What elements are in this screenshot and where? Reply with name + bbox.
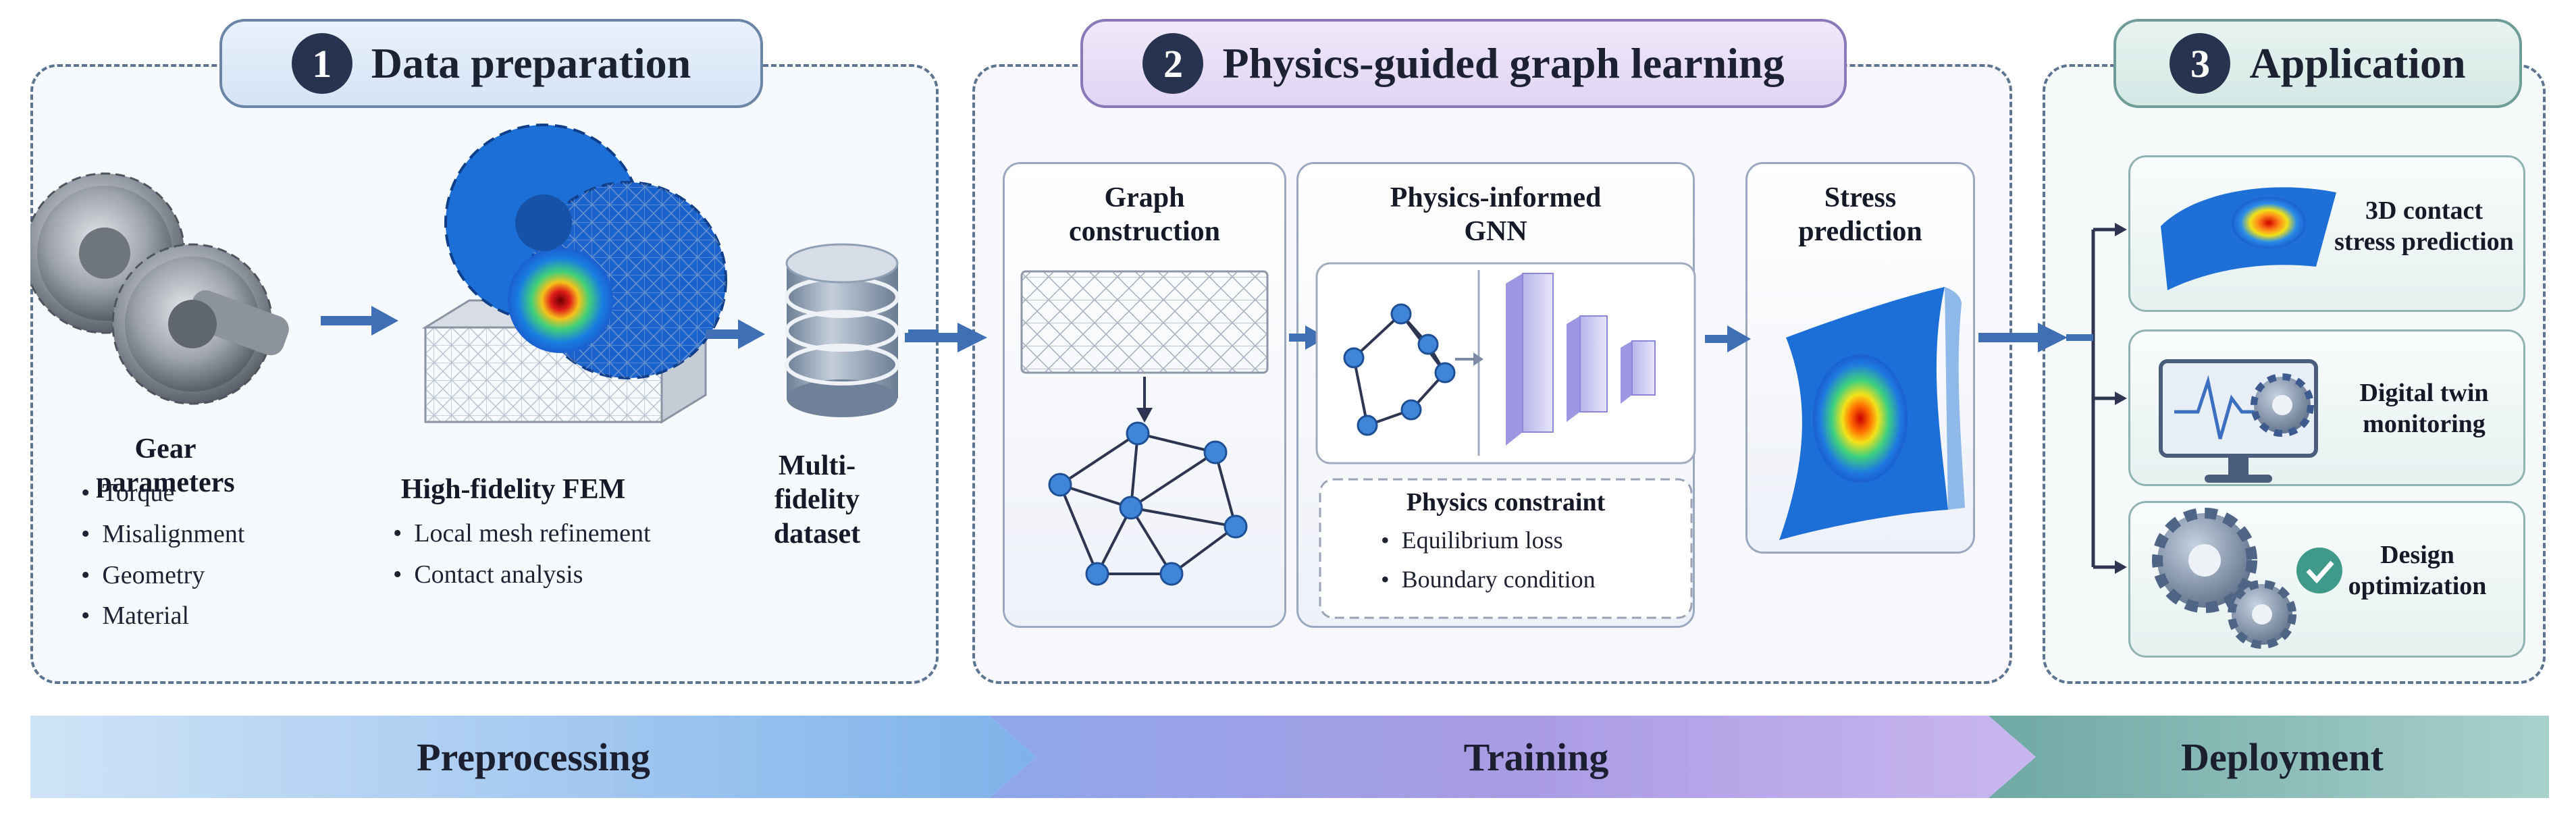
arrow-head-icon — [738, 319, 765, 349]
dataset-title-line: dataset — [773, 518, 861, 550]
physics-constraint-title: Physics constraint — [1406, 488, 1606, 516]
graph-nodes — [1048, 421, 1248, 586]
graph-learning-header: 2 Physics-guided graph learning — [1080, 19, 1847, 108]
app-item-line: stress prediction — [2334, 227, 2514, 256]
gear-parameter-item: Torque — [81, 473, 244, 514]
app-item-line: optimization — [2348, 571, 2487, 600]
application-title: Application — [2249, 39, 2466, 87]
cogs-icon — [2152, 508, 2296, 649]
preprocessing-band-shape — [30, 716, 1036, 798]
fem-title: High-fidelity FEM — [400, 474, 626, 505]
stress-surface-icon — [1779, 287, 1965, 540]
gear-parameter-item: Material — [81, 595, 244, 637]
database-icon — [785, 243, 899, 417]
physics-constraint-item: Boundary condition — [1381, 560, 1596, 600]
app-item-line: monitoring — [2363, 409, 2486, 438]
app-item-line: Design — [2380, 541, 2454, 569]
app-item-design-optimization: Design optimization — [2323, 540, 2512, 602]
checkmark-icon — [2296, 548, 2342, 593]
step-number-1: 1 — [291, 33, 352, 94]
branch-connector — [2066, 223, 2127, 574]
neural-network-layers-icon — [1506, 273, 1656, 446]
stress-prediction-line: Stress — [1824, 182, 1897, 213]
app-item-line: 3D contact — [2365, 196, 2483, 225]
data-preparation-graphics — [30, 124, 939, 424]
physics-constraint-list: Equilibrium loss Boundary condition — [1381, 521, 1596, 599]
gear-parameter-item: Geometry — [81, 555, 244, 596]
fem-model-icon — [421, 124, 727, 424]
gear-parameter-item: Misalignment — [81, 514, 244, 555]
arrow-head-icon — [371, 306, 398, 336]
mesh-block-icon — [1020, 270, 1269, 374]
dataset-title: Multi-fidelity dataset — [736, 449, 898, 551]
gear-icon — [30, 172, 289, 405]
physics-constraint-item: Equilibrium loss — [1381, 521, 1596, 560]
graph-construction-line: Graph — [1104, 182, 1185, 213]
band-training: Training — [1463, 735, 1609, 779]
arrow-head-icon — [1727, 325, 1751, 352]
step-number-3: 3 — [2170, 33, 2231, 94]
contact-stress-surface-icon — [2161, 187, 2336, 290]
band-preprocessing: Preprocessing — [417, 735, 650, 779]
app-item-digital-twin: Digital twin monitoring — [2330, 378, 2519, 440]
data-preparation-title: Data preparation — [371, 39, 691, 87]
application-header: 3 Application — [2113, 19, 2522, 108]
band-deployment: Deployment — [2181, 735, 2384, 779]
stress-prediction-line: prediction — [1798, 216, 1922, 248]
gear-icon — [2251, 373, 2314, 437]
graph-construction-title: Graph construction — [1003, 181, 1286, 249]
fem-item: Contact analysis — [393, 554, 651, 595]
dataset-title-line: Multi-fidelity — [774, 450, 860, 516]
graph-learning-title: Physics-guided graph learning — [1222, 39, 1785, 87]
physics-gnn-title: Physics-informed GNN — [1296, 181, 1695, 249]
arrow-down-icon — [1136, 408, 1153, 423]
application-graphics — [2152, 187, 2342, 649]
graph-construction-line: construction — [1069, 216, 1220, 248]
app-item-contact-stress: 3D contact stress prediction — [2330, 196, 2519, 257]
app-item-line: Digital twin — [2359, 379, 2489, 407]
gnn-graph-nodes — [1343, 303, 1456, 436]
arrow-connector-2 — [1978, 323, 2068, 352]
arrow-connector-1 — [905, 323, 987, 352]
deployment-band-shape — [1989, 716, 2549, 798]
stress-prediction-title: Stress prediction — [1745, 181, 1975, 249]
physics-gnn-line: GNN — [1464, 216, 1527, 248]
phase-band — [30, 716, 2549, 798]
fem-item: Local mesh refinement — [393, 513, 650, 554]
training-band-shape — [989, 716, 2036, 798]
gear-parameters-list: Torque Misalignment Geometry Material — [81, 473, 244, 637]
physics-gnn-line: Physics-informed — [1390, 182, 1602, 213]
step-number-2: 2 — [1142, 33, 1204, 94]
data-preparation-header: 1 Data preparation — [219, 19, 763, 108]
fem-list: Local mesh refinement Contact analysis — [393, 513, 651, 595]
